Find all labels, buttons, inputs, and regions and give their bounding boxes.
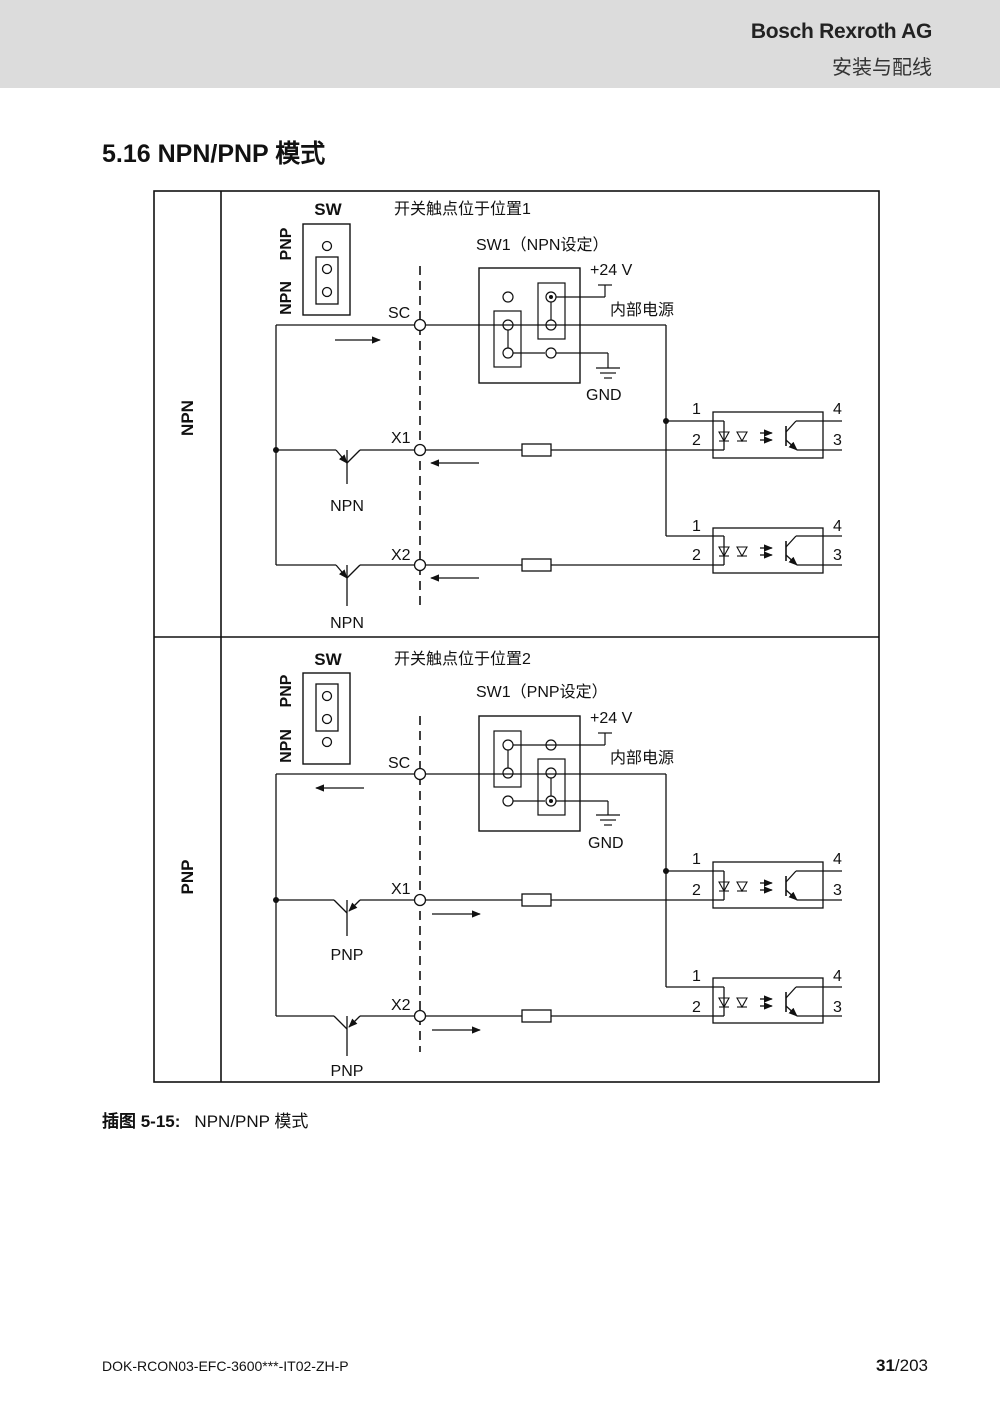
- pnp-opto2-pin3: 3: [833, 999, 842, 1016]
- npn-gnd-label: GND: [586, 387, 622, 404]
- pnp-opto1-pin3: 3: [833, 882, 842, 899]
- pnp-sw-label: SW: [314, 650, 342, 669]
- npn-x2-label: X2: [391, 547, 411, 564]
- pnp-jumper-npn-label: NPN: [278, 729, 295, 763]
- npn-position-text: 开关触点位于位置1: [394, 200, 531, 218]
- npn-x1-label: X1: [391, 430, 411, 447]
- npn-opto1-pin3: 3: [833, 432, 842, 449]
- npn-opto2-pin4: 4: [833, 518, 842, 535]
- npn-jumper-pnp-label: PNP: [278, 227, 295, 260]
- pnp-opto1-pin2: 2: [692, 882, 701, 899]
- npn-opto1-pin1: 1: [692, 401, 701, 418]
- pnp-sw1-text: SW1（PNP设定）: [476, 683, 608, 701]
- npn-24v-label: +24 V: [590, 262, 633, 279]
- npn-transistor1-label: NPN: [330, 498, 364, 515]
- document-id: DOK-RCON03-EFC-3600***-IT02-ZH-P: [102, 1358, 349, 1374]
- npn-jumper-npn-label: NPN: [278, 281, 295, 315]
- pnp-transistor2-label: PNP: [331, 1063, 364, 1080]
- pnp-opto2-pin1: 1: [692, 968, 701, 985]
- pnp-24v-label: +24 V: [590, 710, 633, 727]
- npn-sw1-text: SW1（NPN设定）: [476, 236, 608, 254]
- pnp-gnd-label: GND: [588, 835, 624, 852]
- npn-row-label: NPN: [178, 400, 197, 436]
- page-total: /203: [894, 1356, 928, 1375]
- pnp-panel: PNP SW PNP NPN 开关触点位于位置2 SW1（PNP设定）: [178, 650, 842, 1080]
- npn-opto2-pin3: 3: [833, 547, 842, 564]
- chapter-subtitle: 安装与配线: [832, 57, 932, 79]
- pnp-opto2-pin2: 2: [692, 999, 701, 1016]
- pnp-transistor1-label: PNP: [331, 947, 364, 964]
- pnp-opto1-pin1: 1: [692, 851, 701, 868]
- pnp-internal-power-label: 内部电源: [610, 749, 674, 767]
- pnp-position-text: 开关触点位于位置2: [394, 650, 531, 668]
- page-current: 31: [875, 1356, 895, 1375]
- npn-sw-label: SW: [314, 200, 342, 219]
- figure-caption: 插图 5-15: NPN/PNP 模式: [102, 1107, 308, 1132]
- npn-internal-power-label: 内部电源: [610, 301, 674, 319]
- company-name: Bosch Rexroth AG: [750, 20, 932, 43]
- pnp-opto1-pin4: 4: [833, 851, 842, 868]
- npn-sw-jumper-icon: [302, 223, 351, 316]
- header-band: [0, 0, 1000, 88]
- npn-opto1-pin4: 4: [833, 401, 842, 418]
- pnp-opto2-pin4: 4: [833, 968, 842, 985]
- npn-opto1-pin2: 2: [692, 432, 701, 449]
- pnp-sc-label: SC: [388, 755, 410, 772]
- npn-transistor2-label: NPN: [330, 615, 364, 632]
- npn-opto2-pin2: 2: [692, 547, 701, 564]
- pnp-x1-label: X1: [391, 881, 411, 898]
- pnp-x2-label: X2: [391, 997, 411, 1014]
- npn-sc-label: SC: [388, 305, 410, 322]
- figure-caption-text: NPN/PNP 模式: [194, 1112, 309, 1131]
- page-number: 31/203: [876, 1356, 928, 1376]
- npn-opto2-pin1: 1: [692, 518, 701, 535]
- pnp-jumper-pnp-label: PNP: [278, 674, 295, 707]
- npn-panel: NPN SW PNP NPN 开关触点位于位置1 SW1（NPN设定）: [178, 200, 842, 632]
- section-title: 5.16 NPN/PNP 模式: [102, 140, 326, 168]
- figure-caption-label: 插图 5-15:: [102, 1112, 181, 1131]
- pnp-sw-jumper-icon: [302, 672, 351, 765]
- pnp-row-label: PNP: [178, 860, 197, 895]
